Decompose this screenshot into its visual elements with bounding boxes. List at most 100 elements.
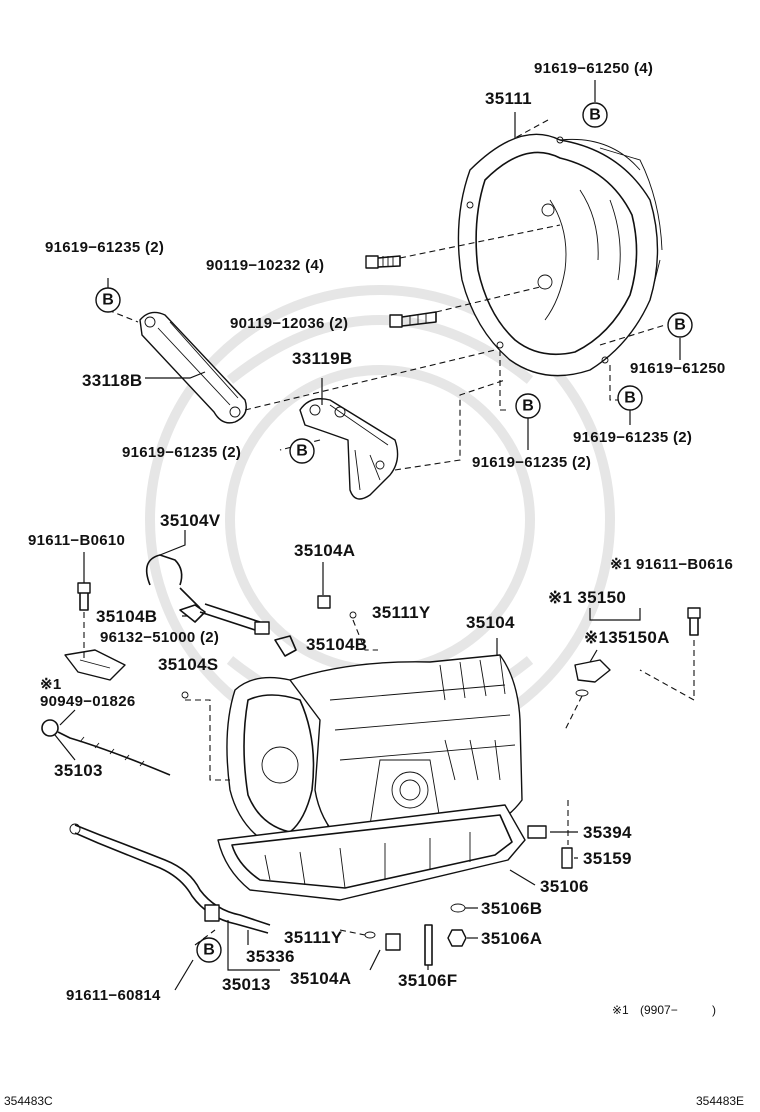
plug-35106a-shape — [447, 929, 467, 947]
b-marker: B — [289, 438, 315, 464]
callout-90119-10232-4: 90119−10232 (4) — [206, 257, 324, 274]
figure-code-right: 354483E — [696, 1094, 744, 1108]
svg-text:B: B — [296, 443, 308, 460]
dash-line — [514, 119, 549, 139]
leader-line — [59, 709, 76, 726]
dash-line — [339, 929, 366, 936]
leader-line — [174, 959, 194, 991]
gasket-90949-01826-part — [64, 649, 126, 681]
oil-pan-35106 — [217, 804, 526, 901]
callout-35104b-left: 35104B — [96, 607, 157, 626]
ring-35111y-bottom-shape — [364, 931, 376, 939]
sensor-35150-part — [574, 659, 611, 697]
b-marker: B — [582, 102, 608, 128]
dash-line — [599, 324, 666, 346]
dash-line — [399, 224, 561, 259]
filler-tube-35013 — [69, 823, 271, 934]
callout-35111y-top: 35111Y — [372, 603, 431, 622]
callout-91611-b0616: ※1 91611−B0616 — [610, 556, 733, 573]
callout-35111y-bottom: 35111Y — [284, 928, 343, 947]
callout-35150: ※1 35150 — [548, 588, 626, 607]
callout-135150a: ※135150A — [584, 628, 670, 647]
dash-line — [244, 349, 496, 411]
leader-line — [227, 920, 280, 971]
callout-35104s: 35104S — [158, 655, 218, 674]
callout-91611-b0610: 91611−B0610 — [28, 532, 125, 549]
dash-line — [564, 695, 583, 731]
callout-33118b: 33118B — [82, 371, 142, 390]
dash-line — [352, 619, 378, 651]
callout-33119b: 33119B — [292, 349, 352, 368]
callout-35159: 35159 — [583, 849, 632, 868]
b-marker: B — [515, 393, 541, 419]
callout-91619-61250-4: 91619−61250 (4) — [534, 60, 653, 77]
hose-35104v — [145, 554, 270, 635]
dash-line — [185, 699, 230, 781]
svg-text:B: B — [102, 292, 114, 309]
part-35106b-shape — [450, 903, 466, 913]
footnote-close: ) — [712, 1003, 716, 1017]
dash-line — [394, 379, 506, 471]
dash-line — [609, 365, 618, 401]
callout-35394: 35394 — [583, 823, 632, 842]
leader-line — [54, 734, 76, 761]
clip-35104b-left-part — [179, 604, 206, 623]
plug-35104s-part — [181, 691, 189, 699]
callout-96132-51000-2: 96132−51000 (2) — [100, 629, 219, 646]
dash-line — [639, 640, 695, 701]
b-marker: B — [95, 287, 121, 313]
figure-code-left: 354483C — [4, 1094, 53, 1108]
dash-line — [435, 286, 541, 313]
callout-91619-61235-2-right: 91619−61235 (2) — [573, 429, 692, 446]
b-marker: B — [196, 937, 222, 963]
callout-35104a-top: 35104A — [294, 541, 355, 560]
svg-text:B: B — [624, 390, 636, 407]
bolt-90119-12036 — [389, 311, 437, 328]
dash-line — [107, 309, 139, 323]
leader-line — [145, 371, 206, 379]
b-marker: B — [667, 312, 693, 338]
part-35159-shape — [561, 847, 573, 869]
footnote-mark: ※1 — [612, 1003, 629, 1017]
leader-line — [589, 608, 641, 621]
svg-text:B: B — [589, 107, 601, 124]
callout-91611-60814: 91611−60814 — [66, 987, 161, 1004]
part-35394-shape — [527, 825, 547, 839]
callout-91619-61250: 91619−61250 — [630, 360, 725, 377]
leader-line — [159, 530, 186, 556]
dash-line — [194, 929, 216, 946]
ring-35111y-top-part — [349, 611, 357, 619]
leader-line — [589, 649, 598, 663]
footnote-text: (9907− — [640, 1003, 678, 1017]
callout-35104v: 35104V — [160, 511, 221, 530]
note-mark-1: ※1 — [40, 676, 62, 693]
callout-35111: 35111 — [485, 89, 532, 108]
callout-35336: 35336 — [246, 947, 295, 966]
dipstick-35103-part — [41, 719, 171, 776]
svg-text:B: B — [522, 398, 534, 415]
callout-35106: 35106 — [540, 877, 589, 896]
clip-35104a-bottom-shape — [385, 933, 401, 951]
callout-35104b-right: 35104B — [306, 635, 367, 654]
leader-line — [369, 949, 381, 971]
callout-35106a: 35106A — [481, 929, 542, 948]
dash-line — [499, 350, 510, 411]
plug-35106f-shape — [424, 924, 433, 966]
callout-91619-61235-2-top: 91619−61235 (2) — [45, 239, 164, 256]
clip-35104b-right-part — [274, 635, 297, 657]
svg-text:B: B — [203, 942, 215, 959]
bolt-90119-10232 — [365, 255, 401, 269]
callout-35104: 35104 — [466, 613, 515, 632]
callout-90119-12036-2: 90119−12036 (2) — [230, 315, 348, 332]
b-marker: B — [617, 385, 643, 411]
svg-text:B: B — [674, 317, 686, 334]
bracket-33118b — [139, 311, 247, 424]
callout-35104a-bottom: 35104A — [290, 969, 351, 988]
callout-35103: 35103 — [54, 761, 103, 780]
callout-35106f: 35106F — [398, 971, 457, 990]
bracket-33119b — [299, 398, 399, 500]
bolt-91611-b0610-part — [77, 582, 91, 611]
clip-35104a-top-part — [317, 595, 331, 609]
